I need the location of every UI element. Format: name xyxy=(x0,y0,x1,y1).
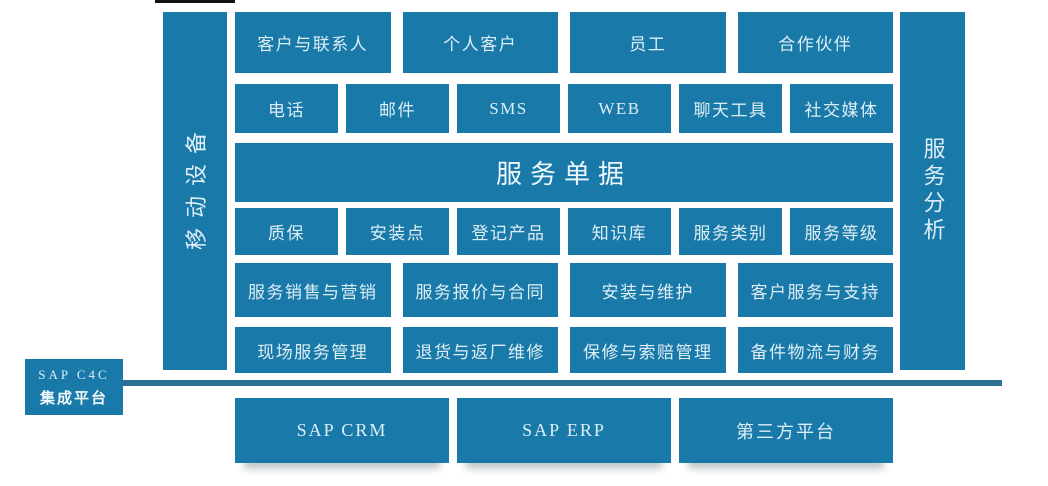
grid-cell-knowledge-base: 知识库 xyxy=(568,208,671,255)
grid-cell-field-service-mgmt: 现场服务管理 xyxy=(235,327,391,373)
process-row-1: 服务销售与营销 服务报价与合同 安装与维护 客户服务与支持 xyxy=(235,263,893,317)
external-platforms-row: SAP CRM SAP ERP 第三方平台 xyxy=(235,398,893,463)
grid-cell-service-sales-marketing: 服务销售与营销 xyxy=(235,263,391,317)
grid-cell-service-level: 服务等级 xyxy=(790,208,893,255)
channels-row: 电话 邮件 SMS WEB 聊天工具 社交媒体 xyxy=(235,84,893,133)
service-analysis-label: 服务分析 xyxy=(920,137,946,245)
grid-cell-service-ticket: 服务单据 xyxy=(235,143,893,202)
service-analysis-bar: 服务分析 xyxy=(900,12,965,370)
knowledge-row: 质保 安装点 登记产品 知识库 服务类别 服务等级 xyxy=(235,208,893,255)
audience-row: 客户与联系人 个人客户 员工 合作伙伴 xyxy=(235,12,893,73)
sap-c4c-integration-box: SAP C4C 集成平台 xyxy=(25,359,123,415)
grid-cell-employees: 员工 xyxy=(570,12,726,73)
grid-cell-service-quote-contract: 服务报价与合同 xyxy=(402,263,558,317)
service-ticket-row: 服务单据 xyxy=(235,143,893,202)
grid-cell-installation-point: 安装点 xyxy=(346,208,449,255)
grid-cell-install-maintain: 安装与维护 xyxy=(570,263,726,317)
grid-cell-sms: SMS xyxy=(457,84,560,133)
grid-cell-customer-service-support: 客户服务与支持 xyxy=(737,263,893,317)
grid-cell-email: 邮件 xyxy=(346,84,449,133)
grid-cell-service-category: 服务类别 xyxy=(679,208,782,255)
sap-c4c-label: SAP C4C xyxy=(38,366,110,382)
integration-platform-line xyxy=(118,380,1002,386)
grid-cell-warranty: 质保 xyxy=(235,208,338,255)
service-module-grid: 客户与联系人 个人客户 员工 合作伙伴 电话 邮件 SMS WEB 聊天工具 社… xyxy=(235,12,893,373)
process-row-2: 现场服务管理 退货与返厂维修 保修与索赔管理 备件物流与财务 xyxy=(235,327,893,373)
grid-cell-third-party-platform: 第三方平台 xyxy=(679,398,893,463)
grid-cell-sap-erp: SAP ERP xyxy=(457,398,671,463)
grid-cell-returns-repair: 退货与返厂维修 xyxy=(402,327,558,373)
grid-cell-phone: 电话 xyxy=(235,84,338,133)
grid-cell-individual-customers: 个人客户 xyxy=(402,12,558,73)
grid-cell-social-media: 社交媒体 xyxy=(790,84,893,133)
grid-cell-warranty-claims-mgmt: 保修与索赔管理 xyxy=(570,327,726,373)
top-crop-strip xyxy=(155,0,235,3)
mobile-devices-bar: 移动设备 xyxy=(163,12,227,370)
mobile-devices-label: 移动设备 xyxy=(184,121,210,251)
grid-cell-registered-products: 登记产品 xyxy=(457,208,560,255)
integration-platform-label: 集成平台 xyxy=(39,390,108,407)
grid-cell-spare-parts-finance: 备件物流与财务 xyxy=(737,327,893,373)
grid-cell-sap-crm: SAP CRM xyxy=(235,398,449,463)
grid-cell-web: WEB xyxy=(568,84,671,133)
grid-cell-customers-contacts: 客户与联系人 xyxy=(235,12,391,73)
grid-cell-partners: 合作伙伴 xyxy=(737,12,893,73)
grid-cell-chat-tools: 聊天工具 xyxy=(679,84,782,133)
